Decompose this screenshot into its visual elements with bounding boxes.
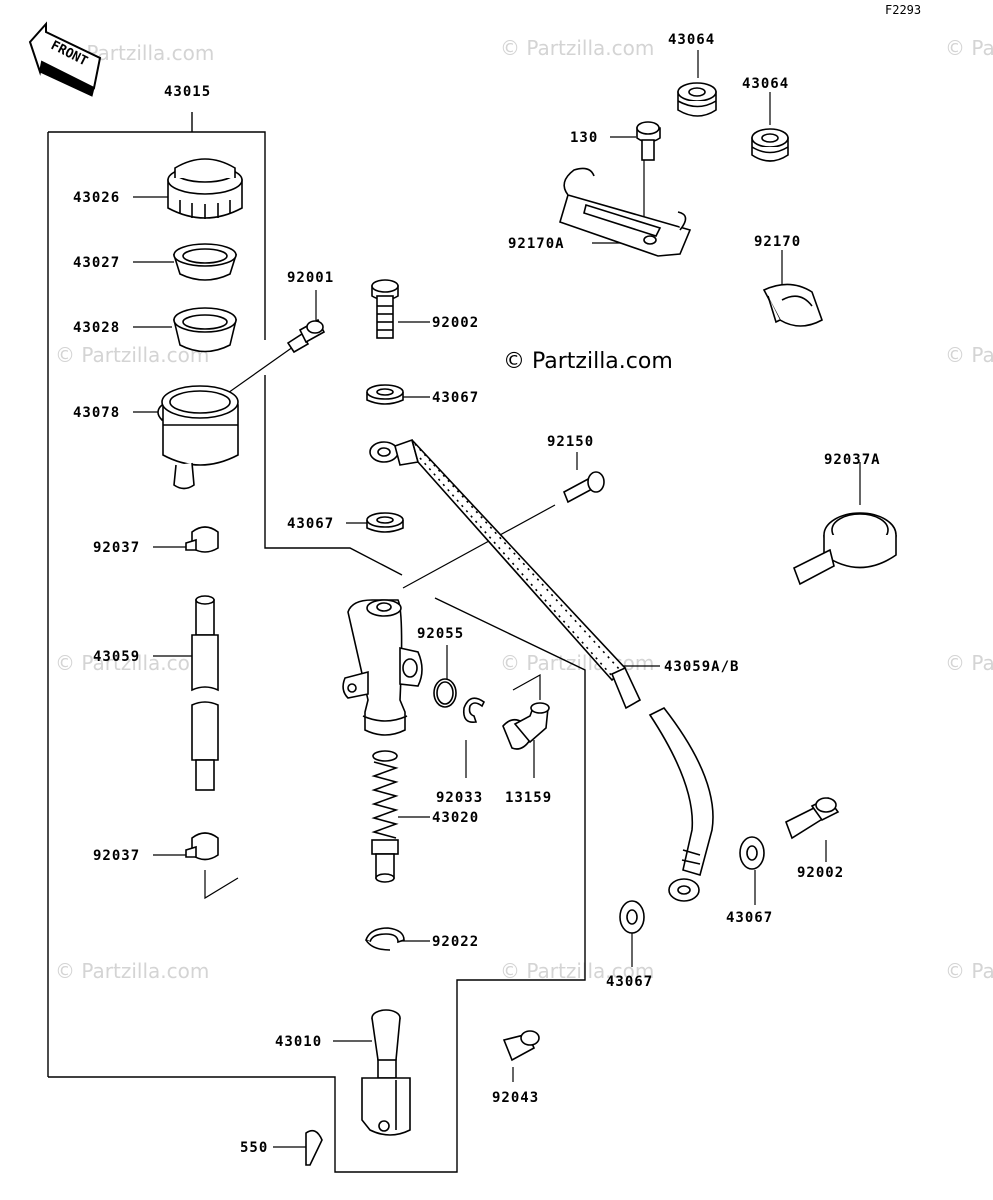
- part-label-43015[interactable]: 43015: [164, 84, 211, 100]
- washer-43067-right: [739, 836, 765, 870]
- part-labels: 43015 43026 43027 43028 43078 92037 4305…: [73, 32, 881, 1156]
- part-label-43067-top[interactable]: 43067: [432, 390, 479, 406]
- part-label-43067-right[interactable]: 43067: [726, 910, 773, 926]
- part-label-92033[interactable]: 92033: [436, 790, 483, 806]
- part-label-43078[interactable]: 43078: [73, 405, 120, 421]
- part-label-43064-a[interactable]: 43064: [668, 32, 715, 48]
- piston-spring-43020: [371, 750, 399, 883]
- part-label-43059[interactable]: 43059: [93, 649, 140, 665]
- elbow-fitting-13159: [502, 702, 550, 750]
- part-label-43067-mid[interactable]: 43067: [287, 516, 334, 532]
- watermark: © Partzilla.com: [945, 343, 993, 367]
- bolt-130: [636, 121, 661, 161]
- reservoir-tank-43078: [157, 385, 239, 490]
- grommet-43064-a: [677, 82, 717, 117]
- part-label-92150[interactable]: 92150: [547, 434, 594, 450]
- part-label-92037A[interactable]: 92037A: [824, 452, 881, 468]
- brake-hose-43059AB: [369, 438, 714, 902]
- bracket-92170A: [559, 167, 692, 257]
- part-label-92002-right[interactable]: 92002: [797, 865, 844, 881]
- part-label-92037-upper[interactable]: 92037: [93, 540, 140, 556]
- watermark: © Partzilla.com: [55, 959, 209, 983]
- diaphragm-43027: [172, 243, 238, 281]
- part-label-550[interactable]: 550: [240, 1140, 268, 1156]
- watermark: © Partzilla.com: [945, 651, 993, 675]
- assembly-frame-43015: [47, 112, 586, 1173]
- part-label-43067-bottom[interactable]: 43067: [606, 974, 653, 990]
- clamp-92170: [762, 283, 823, 327]
- circlip-92033: [462, 697, 486, 724]
- reservoir-cap-43026: [167, 158, 243, 219]
- part-label-43028[interactable]: 43028: [73, 320, 120, 336]
- part-label-92002-top[interactable]: 92002: [432, 315, 479, 331]
- bolt-92001: [286, 318, 326, 354]
- grommet-43064-b: [751, 128, 789, 162]
- cotter-pin-550: [305, 1129, 323, 1166]
- watermark: © Partzilla.com: [500, 959, 654, 983]
- copyright-notice: © Partzilla.com: [503, 349, 673, 374]
- screw-92150: [562, 471, 605, 504]
- watermark: © Partzilla.com: [945, 959, 993, 983]
- part-label-92037-lower[interactable]: 92037: [93, 848, 140, 864]
- part-label-43064-b[interactable]: 43064: [742, 76, 789, 92]
- reservoir-hose-43059: [191, 595, 219, 791]
- washer-43067-mid: [366, 512, 404, 533]
- push-rod-43010: [361, 1009, 411, 1136]
- front-arrow-icon: FRONT: [28, 21, 102, 97]
- leader-lines: [133, 50, 861, 1148]
- watermark: © Partzilla.com: [945, 36, 993, 60]
- hose-clamp-92037-lower: [185, 832, 219, 861]
- hose-clamp-92037-upper: [185, 526, 219, 553]
- watermark: © Partzilla.com: [55, 651, 209, 675]
- part-label-43059AB[interactable]: 43059A/B: [664, 659, 739, 675]
- banjo-bolt-92002-top: [371, 279, 399, 339]
- part-label-43020[interactable]: 43020: [432, 810, 479, 826]
- master-cylinder-body: [342, 599, 423, 736]
- part-label-43010[interactable]: 43010: [275, 1034, 322, 1050]
- diaphragm-plate-43028: [172, 307, 238, 353]
- part-label-92170A[interactable]: 92170A: [508, 236, 565, 252]
- o-ring-92055: [433, 678, 457, 708]
- diagram-code: F2293: [885, 3, 921, 17]
- part-label-92001[interactable]: 92001: [287, 270, 334, 286]
- banjo-bolt-92002-right: [784, 796, 840, 840]
- watermark: © Partzilla.com: [500, 36, 654, 60]
- part-label-92055[interactable]: 92055: [417, 626, 464, 642]
- part-label-13159[interactable]: 13159: [505, 790, 552, 806]
- part-label-92022[interactable]: 92022: [432, 934, 479, 950]
- part-label-130[interactable]: 130: [570, 130, 598, 146]
- part-label-43026[interactable]: 43026: [73, 190, 120, 206]
- washer-43067-top: [366, 384, 404, 405]
- washer-43067-bottom: [619, 900, 645, 934]
- pin-92043: [502, 1030, 540, 1062]
- watermark: © Partzilla.com: [500, 651, 654, 675]
- part-label-92170[interactable]: 92170: [754, 234, 801, 250]
- clamp-92037A: [792, 512, 897, 586]
- circlip-92022: [365, 927, 405, 951]
- part-label-92043[interactable]: 92043: [492, 1090, 539, 1106]
- part-label-43027[interactable]: 43027: [73, 255, 120, 271]
